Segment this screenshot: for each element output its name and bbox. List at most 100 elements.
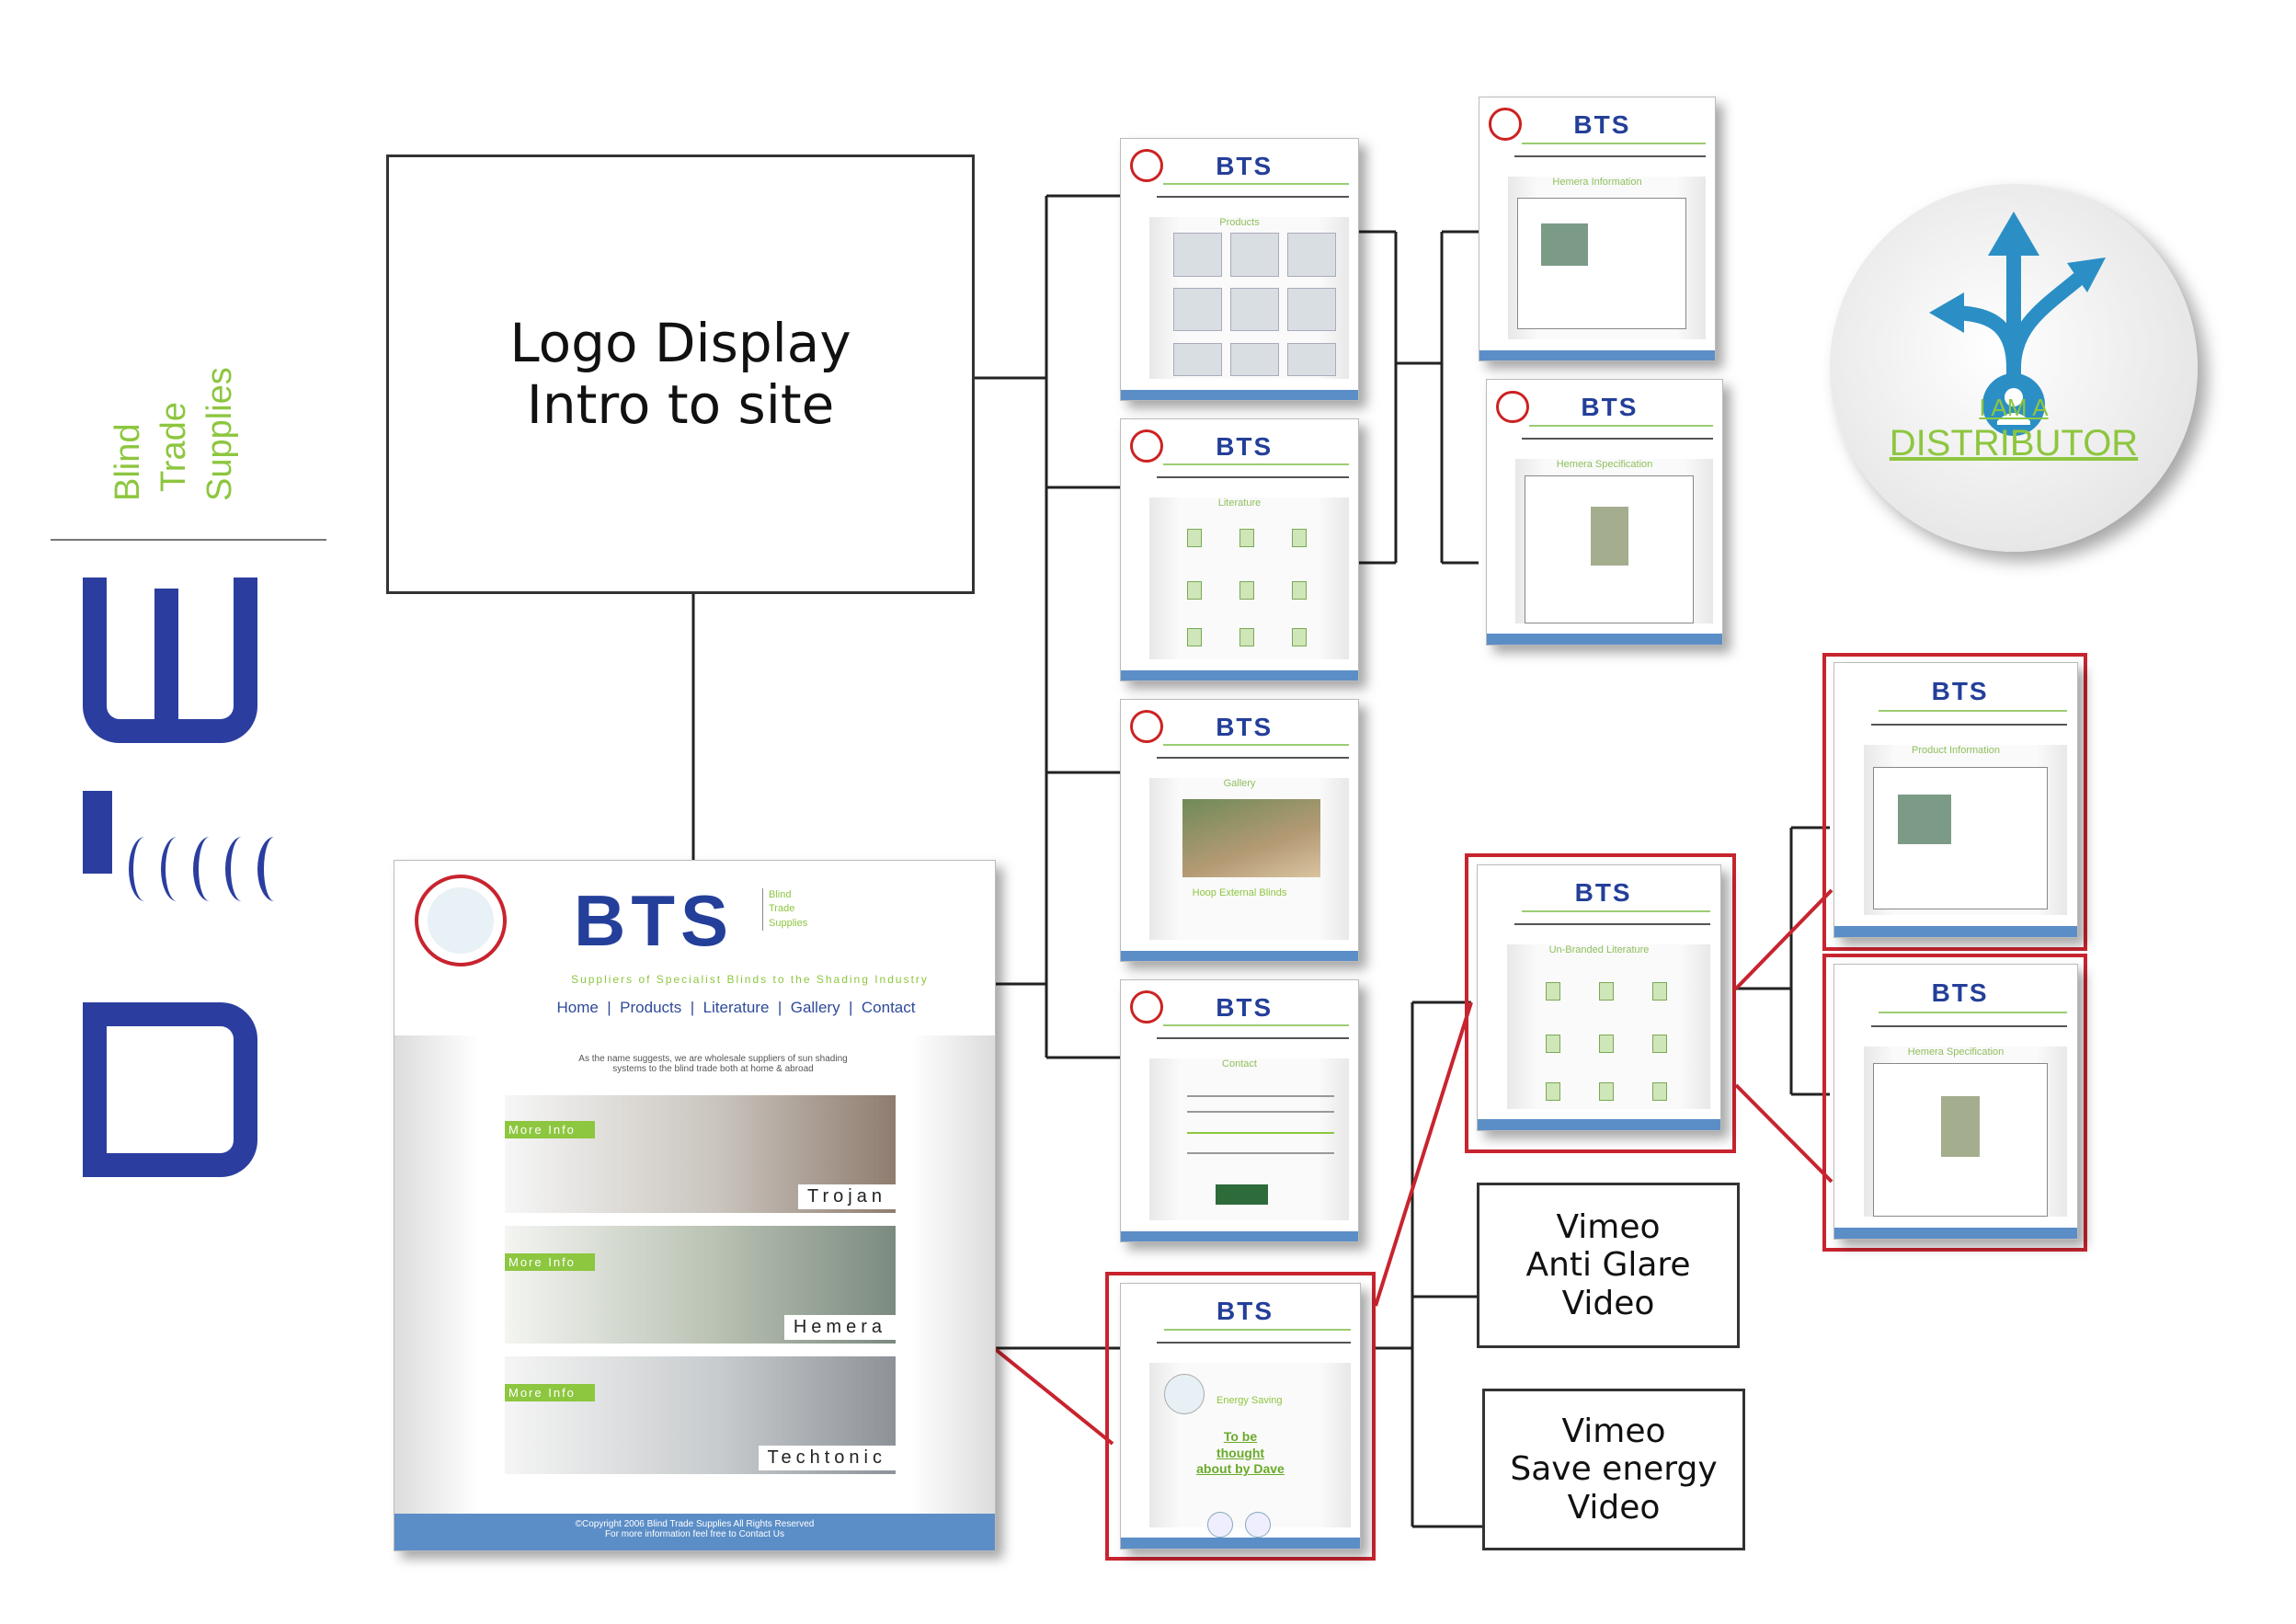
brand-word-trade: Trade — [154, 402, 193, 492]
hemera-info-thumb[interactable]: BTS Hemera Information — [1479, 97, 1716, 361]
signal-waves-icon — [129, 837, 285, 910]
nav-products[interactable]: Products — [620, 999, 682, 1016]
vimeo1-line3: Video — [1561, 1284, 1655, 1322]
badge-icon — [1245, 1511, 1272, 1538]
intro-line-2: systems to the blind trade both at home … — [612, 1064, 814, 1074]
panel-techtonic[interactable]: More Info Techtonic — [505, 1356, 896, 1474]
homepage-nav: Home | Products | Literature | Gallery |… — [556, 999, 916, 1016]
product-tile — [1172, 287, 1223, 332]
product-info-thumb[interactable]: BTS Product Information — [1833, 662, 2078, 938]
brand-word-blind: Blind — [109, 423, 147, 502]
vimeo2-line1: Vimeo — [1561, 1412, 1666, 1450]
panel-name-techtonic: Techtonic — [758, 1446, 896, 1470]
nav-home[interactable]: Home — [556, 999, 599, 1016]
vimeo2-line2: Save energy — [1510, 1450, 1718, 1489]
thumb-logo: BTS — [1216, 993, 1274, 1023]
contact-page-thumb[interactable]: BTS Contact — [1120, 979, 1359, 1242]
text-line — [1187, 1131, 1335, 1134]
homepage-mockup: BTS Blind Trade Supplies Suppliers of Sp… — [394, 860, 996, 1551]
distributor-arrows-icon — [1929, 212, 2106, 436]
vimeo-anti-glare-box[interactable]: Vimeo Anti Glare Video — [1477, 1183, 1740, 1348]
document-icon — [1187, 628, 1203, 647]
more-info-trojan[interactable]: More Info — [505, 1121, 595, 1138]
document-icon — [1187, 529, 1203, 548]
products-page-thumb[interactable]: BTS Products — [1120, 138, 1359, 401]
document-icon — [1652, 1082, 1668, 1102]
distributor-mini-seal — [1163, 1373, 1205, 1414]
thumb-footer — [1121, 950, 1358, 961]
thumb-tagline — [1163, 1024, 1349, 1027]
thumb-nav — [1156, 1037, 1349, 1040]
big-s — [83, 578, 257, 743]
thumb-seal-icon — [1130, 710, 1164, 744]
panel-trojan[interactable]: More Info Trojan — [505, 1095, 896, 1213]
gallery-photo — [1182, 798, 1320, 878]
panel-hemera[interactable]: More Info Hemera — [505, 1226, 896, 1344]
thumb-tagline — [1878, 1011, 2068, 1013]
more-info-hemera[interactable]: More Info — [505, 1253, 595, 1271]
more-info-techtonic[interactable]: More Info — [505, 1384, 595, 1401]
document-icon — [1239, 529, 1254, 548]
product-spec-thumb[interactable]: BTS Hemera Specification — [1833, 964, 2078, 1240]
document-icon — [1545, 1035, 1560, 1054]
document-icon — [1652, 1035, 1668, 1054]
thumb-footer — [1487, 634, 1722, 645]
pdf-image — [1590, 507, 1628, 566]
product-tile — [1229, 342, 1280, 376]
thumb-seal-icon — [1130, 990, 1164, 1024]
document-icon — [1652, 981, 1668, 1001]
thumb-footer — [1478, 1119, 1720, 1130]
document-icon — [1545, 1082, 1560, 1102]
thumb-seal-icon — [1496, 390, 1530, 424]
distributor-circle[interactable]: I AM A DISTRIBUTOR — [1830, 184, 2198, 552]
nav-gallery[interactable]: Gallery — [790, 999, 840, 1016]
unbranded-frame — [1465, 853, 1736, 1153]
product-tile — [1286, 233, 1337, 277]
panel-name-trojan: Trojan — [798, 1184, 896, 1209]
thumb-logo: BTS — [1216, 713, 1274, 742]
note-line-2: thought — [1216, 1445, 1265, 1460]
vimeo-save-energy-box[interactable]: Vimeo Save energy Video — [1482, 1389, 1745, 1550]
pdf-image — [1897, 795, 1951, 844]
document-icon — [1239, 628, 1254, 647]
document-icon — [1599, 981, 1614, 1001]
product-tile — [1172, 342, 1223, 376]
thumb-logo: BTS — [1216, 432, 1274, 462]
distributor-line2: DISTRIBUTOR — [1889, 423, 2139, 463]
nav-contact[interactable]: Contact — [861, 999, 916, 1016]
thumb-tagline — [1163, 744, 1349, 747]
nav-literature[interactable]: Literature — [703, 999, 770, 1016]
product-info-title: Product Information — [1912, 745, 2000, 757]
unbranded-literature-thumb[interactable]: BTS Un-Branded Literature — [1477, 864, 1721, 1131]
gallery-caption: Hoop External Blinds — [1192, 887, 1287, 899]
thumb-seal-icon — [1489, 108, 1523, 142]
text-line — [1187, 1094, 1335, 1097]
thumb-nav — [1870, 723, 2068, 726]
thumb-nav — [1522, 438, 1713, 440]
distributor-seal — [415, 875, 507, 966]
product-tile — [1172, 233, 1223, 277]
literature-title: Literature — [1217, 497, 1262, 509]
homepage-logo-side: Blind Trade Supplies — [762, 888, 807, 932]
badge-icon — [1206, 1511, 1233, 1538]
brand-vertical-words: Blind Trade Supplies — [103, 363, 250, 510]
distributor-page-thumb[interactable]: BTS Energy Saving To be thought about by… — [1120, 1283, 1361, 1550]
unbranded-title: Un-Branded Literature — [1548, 944, 1650, 956]
big-b — [83, 1002, 257, 1177]
document-icon — [1599, 1035, 1614, 1054]
distributor-sub: Energy Saving — [1217, 1394, 1283, 1406]
thumb-tagline — [1163, 463, 1349, 466]
distributor-line1: I AM A — [1979, 394, 2049, 421]
thumb-footer — [1121, 669, 1358, 680]
thumb-tagline — [1163, 183, 1349, 186]
thumb-tagline — [1878, 709, 2068, 712]
logo-display-box: Logo Display Intro to site — [386, 154, 975, 594]
document-icon — [1545, 981, 1560, 1001]
literature-page-thumb[interactable]: BTS Literature — [1120, 418, 1359, 681]
gallery-page-thumb[interactable]: BTS Gallery Hoop External Blinds — [1120, 699, 1359, 962]
thumb-seal-icon — [1130, 429, 1164, 463]
intro-line-1: As the name suggests, we are wholesale s… — [578, 1054, 848, 1064]
homepage-logo: BTS — [574, 880, 734, 961]
hemera-spec-thumb[interactable]: BTS Hemera Specification — [1486, 379, 1723, 646]
big-bts-logo — [74, 570, 276, 1195]
